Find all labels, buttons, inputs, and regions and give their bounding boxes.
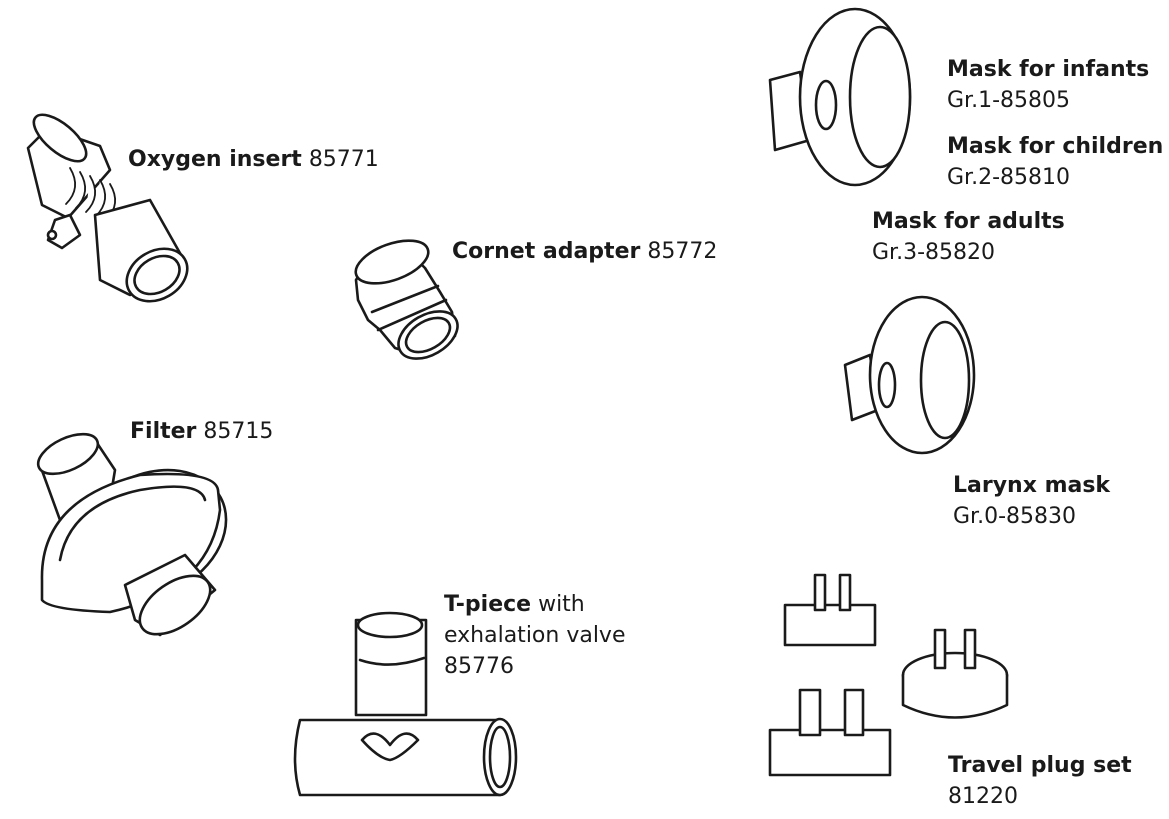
travel-plug-set-code: 81220: [948, 784, 1018, 809]
mask-adults-label: Mask for adults Gr.3-85820: [872, 206, 1065, 268]
mask-children-label: Mask for children Gr.2-85810: [947, 131, 1163, 193]
larynx-mask-drawing: [843, 295, 976, 455]
t-piece-name: T-piece: [444, 592, 532, 617]
t-piece-label: T-piece with exhalation valve 85776: [444, 589, 626, 682]
larynx-mask-name: Larynx mask: [953, 473, 1111, 498]
mask-adults-name: Mask for adults: [872, 209, 1065, 234]
oxygen-insert-code: 85771: [308, 147, 379, 172]
mask-adults-code: Gr.3-85820: [872, 240, 995, 265]
mask-infants-label: Mask for infants Gr.1-85805: [947, 54, 1149, 116]
cornet-adapter-drawing: [354, 239, 459, 360]
filter-label: Filter 85715: [130, 416, 273, 447]
travel-plug-set-drawing: [768, 573, 1009, 777]
larynx-mask-code: Gr.0-85830: [953, 504, 1076, 529]
mask-infants-name: Mask for infants: [947, 57, 1150, 82]
filter-name: Filter: [130, 419, 197, 444]
cornet-adapter-label: Cornet adapter 85772: [452, 236, 717, 267]
mask-children-name: Mask for children: [947, 134, 1164, 159]
cornet-adapter-code: 85772: [647, 239, 718, 264]
filter-code: 85715: [203, 419, 274, 444]
mask-large-drawing: [768, 7, 912, 187]
filter-drawing: [36, 432, 228, 637]
t-piece-code: 85776: [444, 654, 514, 679]
travel-plug-set-label: Travel plug set 81220: [948, 750, 1132, 812]
mask-infants-code: Gr.1-85805: [947, 88, 1070, 113]
larynx-mask-label: Larynx mask Gr.0-85830: [953, 470, 1110, 532]
t-piece-line2: exhalation valve: [444, 623, 626, 648]
t-piece-suffix: with: [538, 592, 585, 617]
oxygen-insert-name: Oxygen insert: [128, 147, 302, 172]
oxygen-insert-label: Oxygen insert 85771: [128, 144, 379, 175]
mask-children-code: Gr.2-85810: [947, 165, 1070, 190]
cornet-adapter-name: Cornet adapter: [452, 239, 641, 264]
travel-plug-set-name: Travel plug set: [948, 753, 1132, 778]
oxygen-insert-drawing: [26, 113, 189, 303]
t-piece-drawing: [293, 611, 518, 797]
